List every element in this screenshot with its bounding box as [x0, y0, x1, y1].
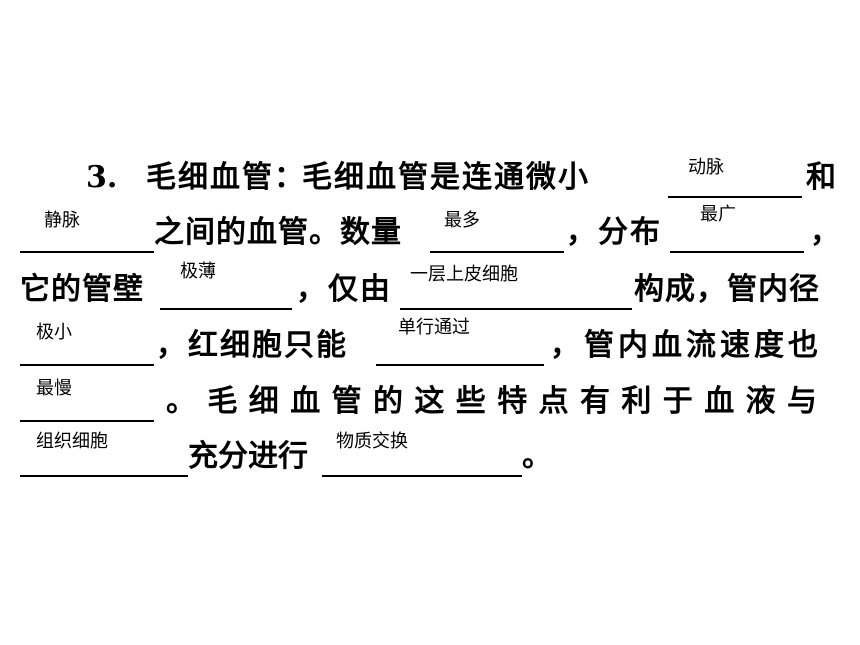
answer-blank-7[interactable]: [20, 326, 154, 366]
answer-text-2: 静脉: [44, 210, 80, 231]
answer-blank-11[interactable]: [322, 437, 522, 477]
line6-end: 。: [522, 439, 552, 474]
line1-text: 毛细血管是连通微小: [302, 160, 590, 195]
line3-end: 构成，管内径: [634, 272, 820, 307]
answer-blank-5[interactable]: [160, 270, 292, 310]
line2-mid2: ，分布: [566, 215, 662, 250]
line2-end: ，: [810, 215, 840, 250]
line3-mid: ，仅由: [296, 272, 392, 307]
answer-text-9: 最慢: [36, 378, 72, 399]
line3-start: 它的管壁: [20, 272, 144, 307]
answer-blank-9[interactable]: [20, 382, 154, 422]
question-number: 3.: [86, 160, 118, 195]
answer-text-7: 极小: [36, 322, 72, 343]
answer-text-6: 一层上皮细胞: [410, 264, 518, 285]
line4-end: ，管内血流速度也: [550, 328, 822, 363]
answer-blank-10[interactable]: [20, 437, 188, 477]
answer-text-5: 极薄: [180, 261, 216, 282]
answer-blank-1[interactable]: [668, 158, 802, 198]
answer-text-10: 组织细胞: [36, 431, 108, 452]
line4-mid: ，红细胞只能: [156, 328, 348, 363]
answer-text-11: 物质交换: [336, 431, 408, 452]
answer-text-3: 最多: [444, 210, 480, 231]
line6-mid: 充分进行: [188, 439, 308, 474]
question-title: 毛细血管：: [146, 160, 306, 195]
answer-blank-2[interactable]: [20, 213, 154, 253]
answer-blank-4[interactable]: [670, 213, 804, 253]
answer-text-8: 单行通过: [398, 317, 470, 338]
answer-blank-3[interactable]: [430, 213, 564, 253]
answer-blank-8[interactable]: [376, 326, 544, 366]
answer-text-1: 动脉: [688, 157, 724, 178]
line2-mid1: 之间的血管。数量: [154, 215, 402, 250]
line1-end: 和: [806, 160, 836, 195]
line5-end: 。毛细血管的这些特点有利于血液与: [166, 384, 829, 419]
answer-blank-6[interactable]: [400, 270, 632, 310]
answer-text-4: 最广: [700, 204, 736, 225]
